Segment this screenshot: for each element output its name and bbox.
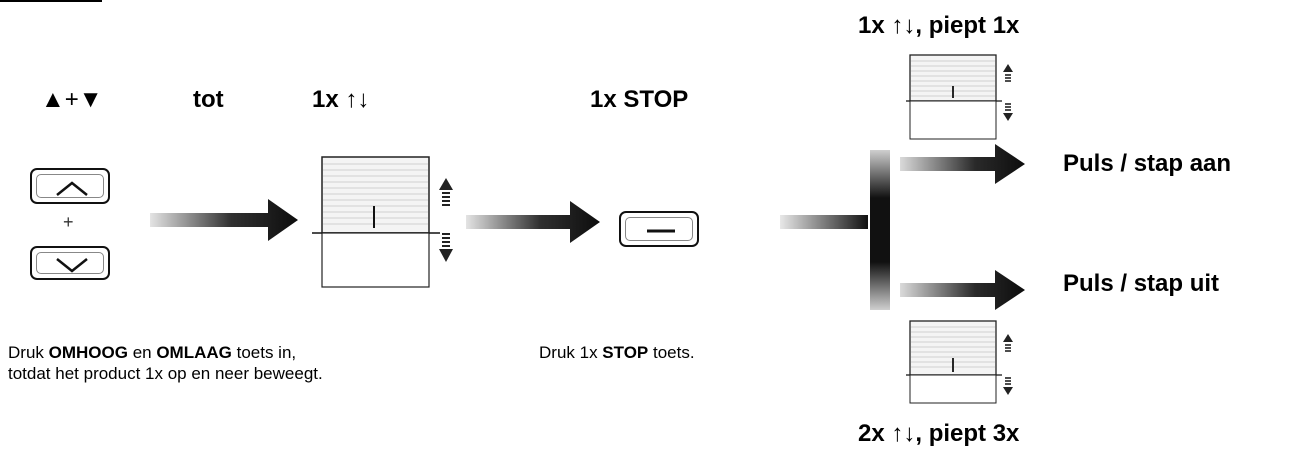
branch-arrow-bottom <box>900 270 1025 310</box>
header-rule <box>0 0 102 2</box>
branch-arrow-top <box>900 144 1025 184</box>
desc-text: toets in, <box>231 343 297 362</box>
chevron-down-icon <box>56 258 88 273</box>
desc-text: Druk <box>8 343 49 362</box>
outcome-top: Puls / stap aan <box>1063 150 1232 177</box>
plus-sign: + <box>63 212 74 232</box>
desc-text: Druk 1x <box>539 343 603 362</box>
shutter-icon <box>312 156 453 288</box>
label-step2: 1x ↑↓ <box>312 86 370 113</box>
description-step3: Druk 1x STOP toets. <box>539 342 695 363</box>
label-up-plus-down: ▲+▼ <box>41 86 103 113</box>
split-bar <box>870 150 890 310</box>
down-key-button[interactable] <box>30 246 110 280</box>
up-key-button[interactable] <box>30 168 110 204</box>
stop-key-button[interactable] <box>619 211 699 247</box>
flow-arrow-2 <box>466 201 600 243</box>
flow-arrow-3 <box>780 215 868 229</box>
description-step1-line1: Druk OMHOOG en OMLAAG toets in, <box>8 342 323 363</box>
label-result-bottom: 2x ↑↓, piept 3x <box>858 420 1020 447</box>
flow-arrow-1 <box>150 199 298 241</box>
desc-bold-omlaag: OMLAAG <box>156 343 232 362</box>
minus-icon <box>647 229 675 233</box>
label-tot: tot <box>193 86 224 113</box>
shutter-icon-small-top <box>906 54 1013 140</box>
label-step3: 1x STOP <box>590 86 689 113</box>
chevron-up-icon <box>56 181 88 196</box>
outcome-bottom: Puls / stap uit <box>1063 270 1220 297</box>
description-step1: Druk OMHOOG en OMLAAG toets in, totdat h… <box>8 342 323 384</box>
desc-bold-omhoog: OMHOOG <box>48 343 128 362</box>
desc-text: en <box>127 343 157 362</box>
description-step1-line2: totdat het product 1x op en neer beweegt… <box>8 364 323 383</box>
desc-bold-stop: STOP <box>602 343 649 362</box>
label-result-top: 1x ↑↓, piept 1x <box>858 12 1020 39</box>
shutter-icon-small-bottom <box>906 320 1013 404</box>
desc-text: toets. <box>648 343 695 362</box>
